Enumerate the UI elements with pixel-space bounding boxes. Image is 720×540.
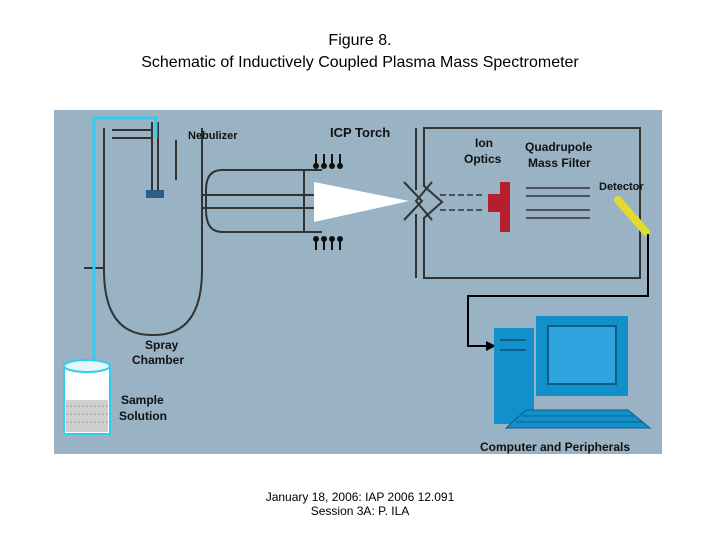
signal-wire: [467, 234, 649, 347]
label-quadrupole-2: Mass Filter: [528, 156, 591, 170]
label-spray-2: Chamber: [132, 353, 184, 367]
sample-beaker: [63, 359, 111, 435]
computer-keyboard: [504, 409, 652, 429]
label-icp-torch: ICP Torch: [330, 125, 390, 140]
computer-tower: [494, 328, 534, 424]
icp-ms-schematic: Nebulizer ICP Torch Ion Optics Quadrupol…: [54, 110, 662, 454]
plasma-cone: [314, 182, 409, 222]
detector-plate: [614, 196, 650, 236]
label-nebulizer: Nebulizer: [188, 130, 238, 142]
rf-coil-bottom: [313, 236, 343, 250]
vacuum-chamber: [415, 127, 641, 279]
nebulizer: [112, 122, 159, 190]
keyboard-keys: [516, 415, 642, 423]
rf-coil-top: [313, 154, 343, 169]
nebulizer-tip: [146, 190, 164, 198]
ion-beam: [440, 194, 484, 211]
label-quadrupole-1: Quadrupole: [525, 140, 593, 154]
label-detector: Detector: [599, 181, 644, 193]
ion-optics-lens: [488, 182, 510, 232]
diagram-background: [54, 110, 662, 454]
figure-title: Schematic of Inductively Coupled Plasma …: [141, 54, 579, 71]
figure-number: Figure 8.: [328, 32, 392, 49]
label-computer: Computer and Peripherals: [480, 440, 630, 454]
label-sample-1: Sample: [121, 393, 164, 407]
label-sample-2: Solution: [119, 409, 167, 423]
label-ion-optics-1: Ion: [475, 136, 493, 150]
sample-uptake-tube: [92, 116, 158, 400]
footer-session: Session 3A: P. ILA: [310, 504, 410, 518]
spray-chamber: [103, 128, 203, 336]
label-spray-1: Spray: [145, 338, 179, 352]
quadrupole-rods: [526, 187, 590, 219]
label-ion-optics-2: Optics: [464, 152, 502, 166]
torch-connector: [202, 169, 322, 233]
signal-arrow: [486, 341, 496, 351]
footer-date: January 18, 2006: IAP 2006 12.091: [265, 490, 455, 504]
computer-monitor: [536, 316, 628, 396]
